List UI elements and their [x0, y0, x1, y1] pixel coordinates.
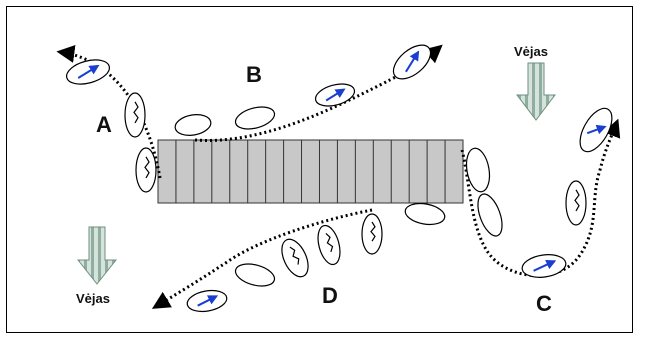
leaf-icon: [174, 114, 212, 136]
leaf-arrow-icon: [586, 124, 607, 135]
label-d: D: [322, 283, 338, 308]
leaf-icon: [234, 106, 276, 130]
leaf-vein-icon: [289, 246, 300, 265]
leaf-icon: [392, 44, 432, 80]
leaf-icon: [565, 180, 587, 226]
leaf-icon: [404, 202, 446, 226]
wind-label-top: Vėjas: [514, 44, 548, 59]
leaf-icon: [186, 289, 228, 313]
leaf-icon: [234, 263, 276, 287]
leaf-vein-icon: [325, 232, 334, 253]
wind-label-bottom: Vėjas: [76, 291, 110, 306]
leaf-icon: [135, 147, 157, 193]
path-c: [460, 118, 621, 278]
leaf-vein-icon: [574, 189, 580, 212]
leaf-arrow-icon: [197, 295, 219, 307]
label-b: B: [246, 62, 262, 87]
central-strip: [157, 139, 464, 204]
label-c: C: [536, 291, 552, 316]
leaf-icon: [124, 92, 146, 138]
leaf-icon: [65, 59, 111, 85]
wind-arrow-icon: [515, 62, 557, 121]
leaf-icon: [361, 213, 383, 255]
label-a: A: [96, 112, 112, 137]
leaf-icon: [477, 193, 503, 237]
leaf-vein-icon: [370, 221, 376, 242]
path-a: [56, 44, 162, 179]
leaf-arrow-icon: [77, 64, 100, 79]
leaf-vein-icon: [144, 156, 150, 179]
diagram-frame: [6, 6, 633, 333]
leaf-vein-icon: [133, 101, 139, 124]
leaf-icon: [521, 254, 567, 278]
leaf-arrow-icon: [405, 50, 420, 73]
path-d: [151, 208, 373, 309]
leaf-icon: [281, 238, 309, 278]
leaf-arrow-icon: [325, 88, 346, 102]
leaf-icon: [465, 147, 491, 193]
leaf-icon: [314, 83, 356, 107]
leaf-icon: [317, 224, 341, 266]
leaf-icon: [579, 107, 613, 153]
leaf-arrow-icon: [533, 260, 557, 272]
wind-arrow-icon: [76, 226, 118, 285]
